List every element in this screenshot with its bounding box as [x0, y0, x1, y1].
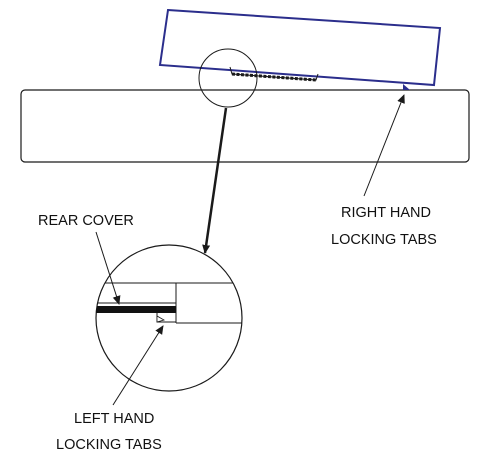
rear-cover-leader: [95, 231, 121, 305]
magnify-arrow: [202, 107, 228, 254]
magnify-source-circle: [198, 48, 258, 108]
right-locking-tab: [403, 84, 410, 90]
detail-view: [95, 244, 243, 392]
left-tabs-label-line1: LEFT HAND: [74, 411, 154, 427]
right-tabs-label-line2: LOCKING TABS: [331, 232, 437, 248]
left-tabs-leader: [112, 325, 164, 406]
right-tabs-label-line1: RIGHT HAND: [341, 205, 431, 221]
rear-cover-label: REAR COVER: [38, 213, 134, 229]
rear-cover-panel: [158, 8, 442, 87]
left-locking-tab-strip: [229, 66, 319, 82]
right-tabs-leader: [363, 94, 405, 197]
left-tabs-label-line2: LOCKING TABS: [56, 437, 162, 453]
base-housing: [20, 89, 470, 163]
rear-cover-section: [96, 306, 176, 313]
